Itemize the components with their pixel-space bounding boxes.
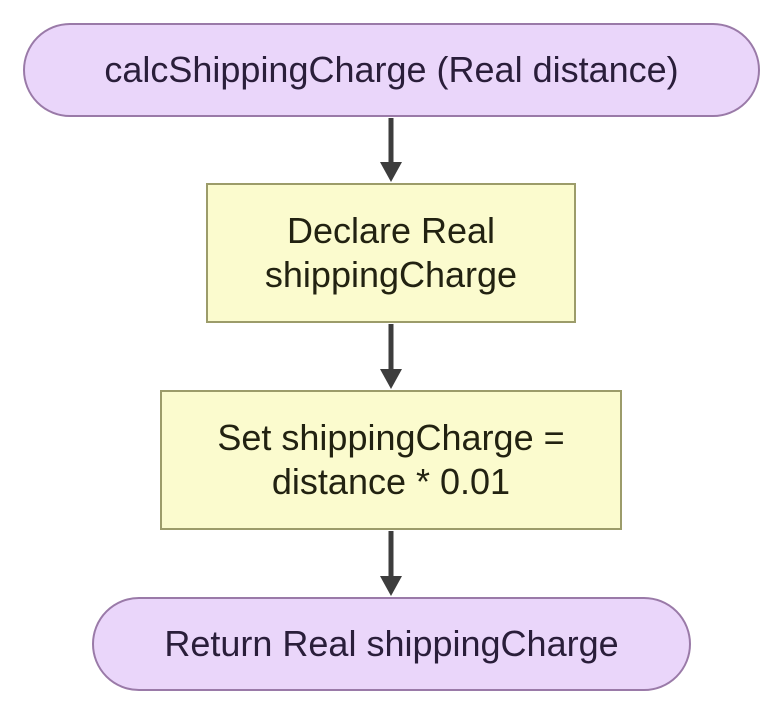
return-node-label: Return Real shippingCharge: [164, 623, 619, 664]
assign-process-node[interactable]: Set shippingCharge = distance * 0.01: [160, 390, 622, 530]
declare-process-node[interactable]: Declare Real shippingCharge: [206, 183, 576, 323]
start-node-label: calcShippingCharge (Real distance): [104, 49, 679, 90]
return-terminal-node[interactable]: Return Real shippingCharge: [92, 597, 691, 691]
edge-declare-to-assign-arrowhead: [380, 369, 402, 389]
edge-start-to-declare-arrowhead: [380, 162, 402, 182]
declare-node-label: Declare Real shippingCharge: [264, 210, 518, 295]
start-terminal-node[interactable]: calcShippingCharge (Real distance): [23, 23, 760, 117]
assign-node-label: Set shippingCharge = distance * 0.01: [217, 417, 565, 502]
edge-assign-to-end-arrowhead: [380, 576, 402, 596]
